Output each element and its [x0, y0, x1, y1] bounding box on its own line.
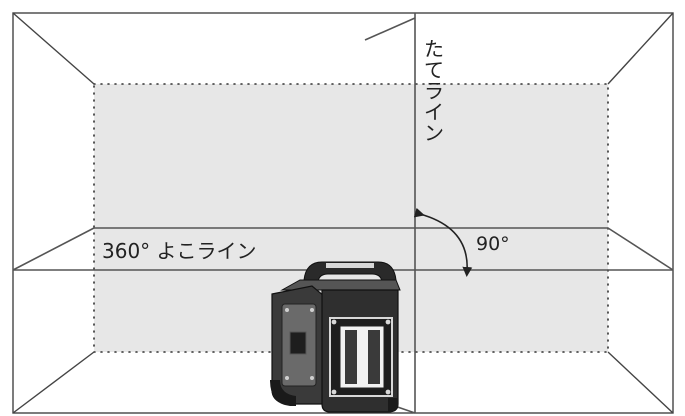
horizontal-line-left-side — [12, 227, 95, 271]
device-front-screws — [331, 319, 391, 395]
vertical-line-label-char: ラ — [424, 79, 444, 103]
bottom-left-edge — [12, 351, 95, 414]
device-window-bar-left — [345, 330, 357, 384]
device-window-bar-right — [368, 330, 380, 384]
top-left-edge — [12, 12, 95, 85]
bottom-right-edge — [607, 351, 674, 414]
vertical-line-label-char: イ — [424, 100, 444, 124]
horizontal-line-right-side — [607, 227, 674, 271]
vertical-line-label-char: て — [424, 58, 444, 82]
right-angle-arc-icon — [413, 207, 473, 277]
device-bumper-left — [270, 380, 296, 406]
angle-label: 90° — [476, 233, 510, 255]
room-perspective-lines — [12, 12, 674, 414]
vertical-line-label: たてライン — [424, 37, 444, 145]
device-handle-highlight — [326, 263, 374, 268]
device-bumper-right — [388, 398, 398, 412]
vertical-line-label-char: た — [424, 37, 444, 61]
laser-level-device — [270, 261, 401, 413]
device-side-window — [289, 331, 307, 355]
vertical-line-label-group: たてライン — [424, 37, 444, 145]
device-side-screws — [285, 308, 314, 380]
top-right-edge — [607, 12, 674, 85]
vertical-line-label-char: ン — [424, 121, 444, 145]
vertical-line-ceiling — [364, 17, 416, 41]
horizontal-line-label: 360° よこライン — [102, 239, 257, 263]
